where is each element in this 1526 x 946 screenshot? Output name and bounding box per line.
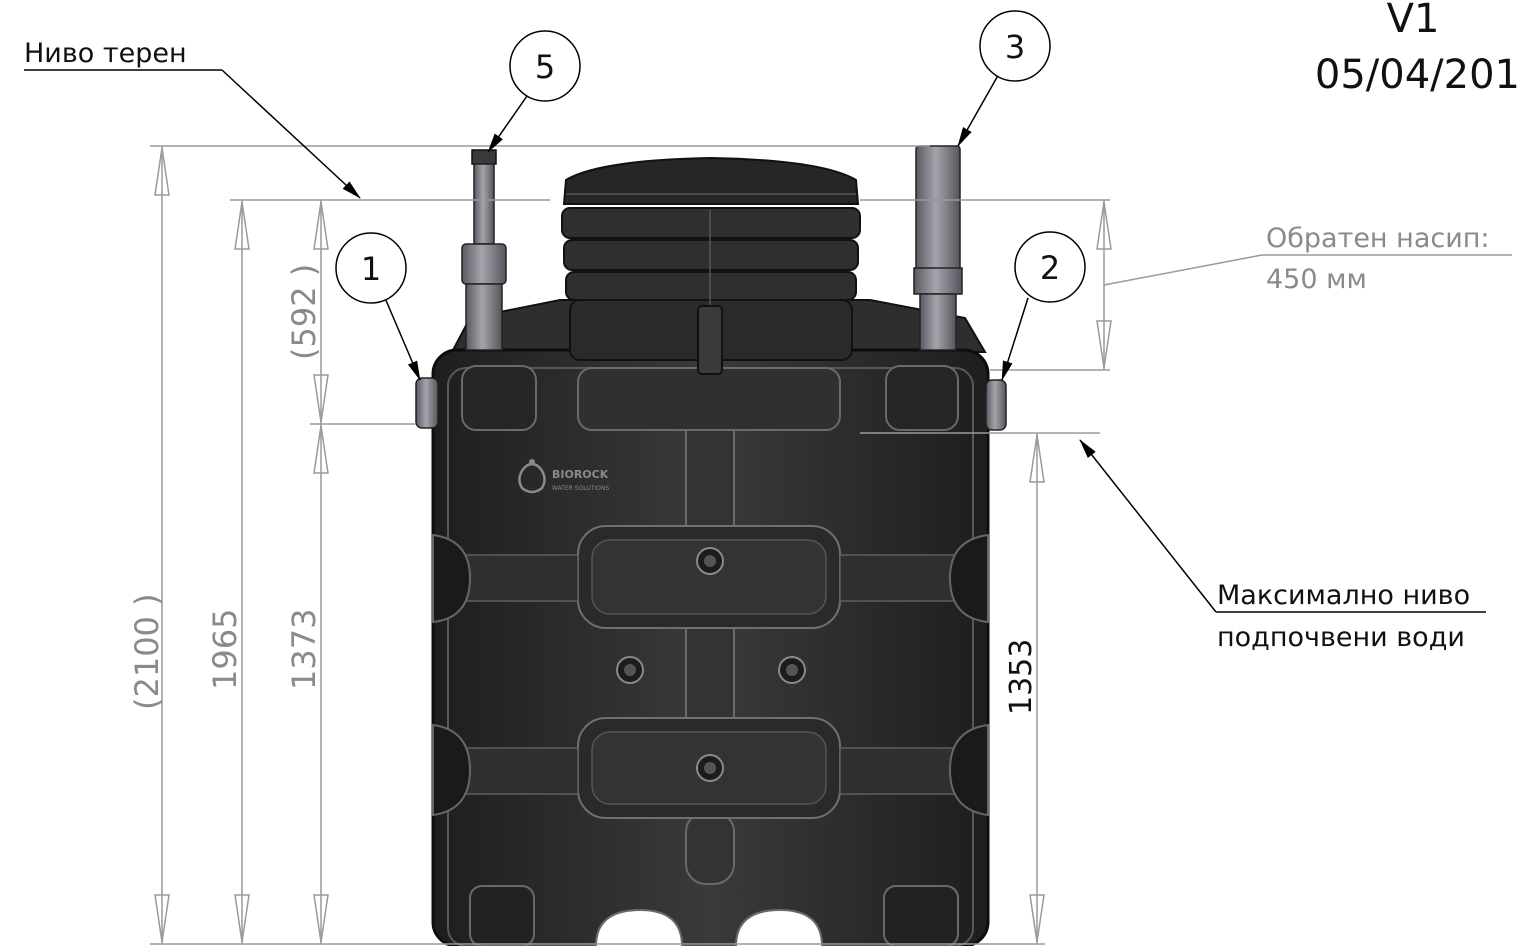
pipe-5 <box>461 149 507 351</box>
backfill-value: 450 мм <box>1266 264 1367 295</box>
balloon-5: 5 <box>509 30 581 102</box>
balloon-1-label: 1 <box>361 250 381 288</box>
leader-lines <box>24 69 1486 613</box>
groundwater-label-2: подпочвени води <box>1217 622 1465 653</box>
right-top-bay <box>885 365 959 431</box>
dim-groundwater-height: 1353 <box>1004 639 1039 715</box>
version-label: V1 <box>1387 0 1440 42</box>
bolt-icon <box>778 656 806 684</box>
bolt-icon <box>696 547 724 575</box>
dimension-lines <box>150 145 1512 945</box>
balloon-3-label: 3 <box>1005 28 1025 66</box>
backfill-label: Обратен насип: <box>1266 223 1490 254</box>
manhole-riser <box>561 156 861 375</box>
balloon-3: 3 <box>979 10 1051 82</box>
balloon-5-label: 5 <box>535 48 555 86</box>
right-bottom-bay <box>883 885 959 946</box>
left-bottom-bay <box>469 885 535 946</box>
brand-logo: BIOROCK WATER SOLUTIONS <box>518 459 609 494</box>
balloon-2-label: 2 <box>1040 249 1060 287</box>
dim-height-to-ground: 1965 <box>206 609 244 690</box>
inlet-pipe-1 <box>415 377 439 429</box>
left-top-bay <box>461 365 537 431</box>
outlet-pipe-2 <box>985 379 1007 431</box>
balloon-1: 1 <box>335 232 407 304</box>
dim-height-to-inlet: 1373 <box>285 609 323 690</box>
logo-text: BIOROCK <box>552 468 609 481</box>
bolt-icon <box>616 656 644 684</box>
dim-backfill-height: (592 ) <box>285 264 323 360</box>
groundwater-label-1: Максимално ниво <box>1217 580 1470 611</box>
top-rib <box>577 367 841 431</box>
dim-overall-height: (2100 ) <box>128 593 166 710</box>
tank: BIOROCK WATER SOLUTIONS <box>431 299 990 946</box>
manhole-lid <box>562 156 860 205</box>
date-label: 05/04/201 <box>1315 52 1520 98</box>
vertical-rib <box>685 429 735 527</box>
ground-level-label: Ниво терен <box>24 38 187 69</box>
balloon-2: 2 <box>1014 231 1086 303</box>
bolt-icon <box>696 754 724 782</box>
pipe-3 <box>913 145 963 351</box>
logo-subtext: WATER SOLUTIONS <box>552 485 609 492</box>
